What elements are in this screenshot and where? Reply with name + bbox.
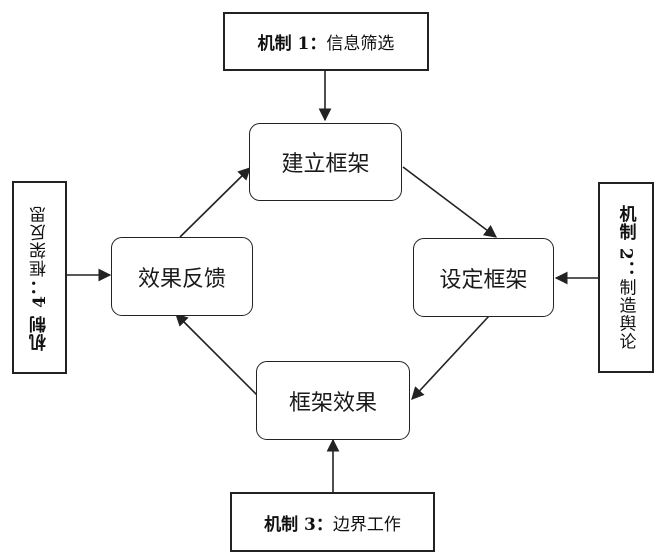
mechanism-2-box: 机制 2：制造舆论 bbox=[598, 182, 654, 373]
node-build-frame-label: 建立框架 bbox=[281, 152, 370, 177]
mechanism-4-box: 机制 4：框架反思 bbox=[12, 181, 67, 374]
mechanism-4-label: 机制 4： bbox=[30, 276, 50, 351]
node-frame-effect: 框架效果 bbox=[256, 361, 410, 440]
mechanism-3-text: 边界工作 bbox=[332, 514, 401, 535]
mechanism-2-label: 机制 2： bbox=[615, 204, 636, 279]
mechanism-4-text: 框架反思 bbox=[30, 204, 50, 277]
node-effect-feedback-label: 效果反馈 bbox=[137, 266, 226, 292]
mechanism-2-vertical-text: 机制 2：制造舆论 bbox=[614, 205, 639, 351]
edge-set-to-effect bbox=[411, 315, 490, 400]
node-build-frame: 建立框架 bbox=[249, 123, 402, 201]
mechanism-3-box: 机制 3： 边界工作 bbox=[230, 492, 435, 552]
mechanism-3-label: 机制 3： bbox=[264, 514, 333, 535]
node-effect-feedback: 效果反馈 bbox=[111, 237, 253, 316]
edge-build-to-set bbox=[402, 166, 498, 238]
mechanism-2-text: 制造舆论 bbox=[615, 278, 636, 351]
mechanism-1-box: 机制 1： 信息筛选 bbox=[223, 12, 429, 71]
edge-feedback-to-build bbox=[179, 167, 251, 238]
node-set-frame: 设定框架 bbox=[413, 238, 554, 317]
edge-effect-to-feedback bbox=[175, 313, 261, 399]
node-set-frame-label: 设定框架 bbox=[439, 267, 528, 293]
mechanism-4-vertical-text: 机制 4：框架反思 bbox=[27, 205, 52, 351]
mechanism-1-label: 机制 1： bbox=[257, 34, 327, 54]
mechanism-1-text: 信息筛选 bbox=[326, 34, 395, 54]
node-frame-effect-label: 框架效果 bbox=[288, 390, 377, 416]
